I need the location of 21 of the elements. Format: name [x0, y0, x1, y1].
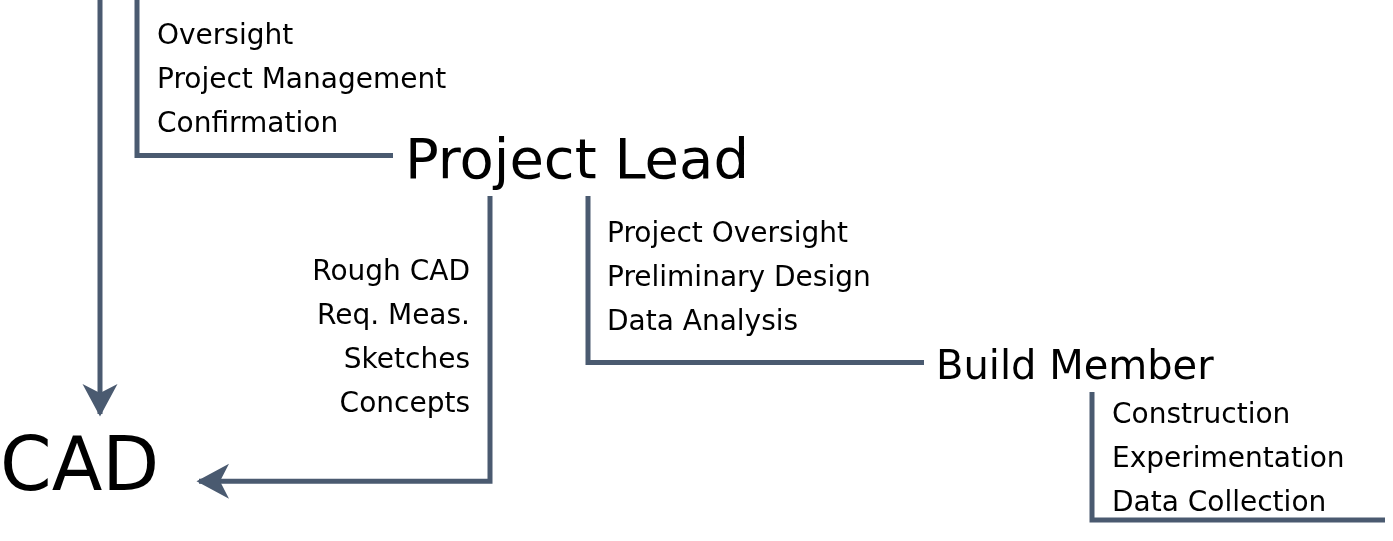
- task-text: Project Management: [157, 61, 447, 97]
- task-text: Experimentation: [1112, 440, 1345, 476]
- task-text: Oversight: [157, 17, 294, 53]
- task-text: Project Oversight: [607, 215, 848, 251]
- role-title: CAD: [0, 418, 160, 511]
- task-text: Rough CAD: [312, 253, 470, 289]
- connector-line: [1089, 392, 1385, 523]
- task-text: Req. Meas.: [316, 297, 470, 333]
- task-text: Concepts: [339, 385, 470, 421]
- task-text: Sketches: [343, 341, 470, 377]
- task-text: Preliminary Design: [607, 259, 871, 295]
- arrow: [196, 196, 493, 499]
- connector-line: [134, 0, 393, 158]
- task-text: Data Collection: [1112, 484, 1327, 520]
- role-title: Build Member: [936, 340, 1214, 390]
- task-text: Data Analysis: [607, 303, 799, 339]
- connector-line: [585, 196, 924, 365]
- arrow: [82, 0, 118, 417]
- task-text: Confirmation: [157, 105, 339, 141]
- role-title: Project Lead: [405, 124, 749, 194]
- task-text: Construction: [1112, 396, 1291, 432]
